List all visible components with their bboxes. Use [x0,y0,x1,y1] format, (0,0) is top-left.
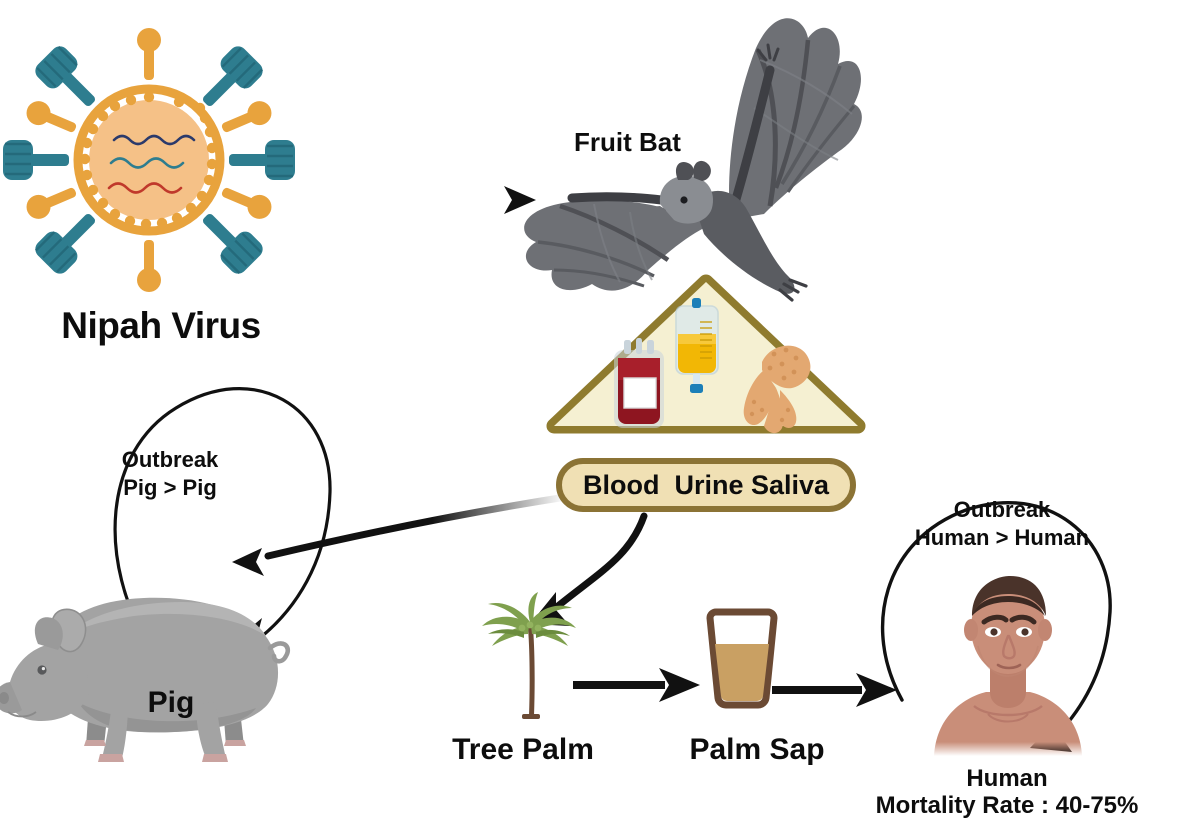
salivary-gland-icon [743,345,811,434]
palm-sap-label: Palm Sap [689,733,825,766]
bat-label: Fruit Bat [574,127,681,157]
pig-label: Pig [147,686,195,719]
human-mortality-label: Mortality Rate : 40-75% [875,792,1139,819]
fruit-bat-icon [524,18,862,302]
tree-palm-label: Tree Palm [452,733,594,766]
human-bust-icon [934,576,1082,756]
human-outbreak-line2: Human > Human [914,525,1090,550]
pig-outbreak-line2: Pig > Pig [123,475,217,500]
body-fluids-diamond [546,274,866,434]
blood-bag-icon [614,338,664,428]
arrow-palm-sap-to-human [772,673,897,707]
human-outbreak-line1: Outbreak [953,497,1051,522]
urine-iv-bag-icon [675,298,719,393]
palm-sap-glass-icon [706,608,778,709]
human-label: Human [966,765,1048,792]
body-fluids-banner: Blood Urine Saliva [556,458,856,512]
nipah-virus-icon [3,28,295,292]
arrow-virus-to-bat [300,186,536,214]
pig-icon [0,597,291,762]
arrow-tree-palm-to-palm-sap [573,668,700,702]
palm-tree-icon [482,592,576,719]
virus-label: Nipah Virus [61,305,261,346]
pig-outbreak-line1: Outbreak [121,447,219,472]
body-fluids-label: Blood Urine Saliva [582,469,830,500]
